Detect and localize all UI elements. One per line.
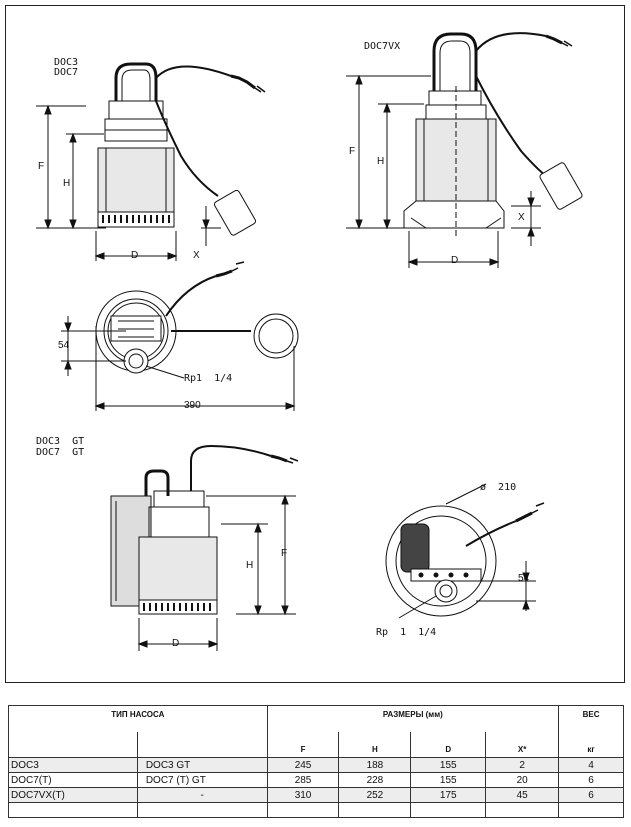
thread-label-top: Rp1 1/4 xyxy=(184,373,233,384)
pump-doc7vx xyxy=(346,32,583,268)
table-row: DOC3 DOC3 GT 245 188 155 2 4 xyxy=(8,757,624,773)
dim-h-gt: H xyxy=(246,560,254,571)
dim-54-top: 54 xyxy=(58,340,70,351)
cell-gt: - xyxy=(136,787,268,803)
cell-empty xyxy=(485,802,560,818)
dim-h-right: H xyxy=(377,156,385,167)
cell-h: 228 xyxy=(338,772,412,788)
header-dims: РАЗМЕРЫ (мм) xyxy=(266,705,560,732)
diameter-label: ø 210 xyxy=(480,482,517,493)
model-label-doc3: DOC3 xyxy=(54,57,79,68)
dim-d-right: D xyxy=(451,255,459,266)
cell-gt: DOC3 GT xyxy=(136,757,268,773)
cell-empty xyxy=(410,802,487,818)
pump-gt-top-view xyxy=(385,483,545,619)
cell-kg: 6 xyxy=(558,787,624,803)
cell-model: DOC3 xyxy=(8,757,138,773)
cell-empty xyxy=(558,802,624,818)
cell-model: DOC7VX(T) xyxy=(8,787,138,803)
pump-top-view xyxy=(61,261,299,411)
cell-h: 252 xyxy=(338,787,412,803)
dim-x-right: X xyxy=(518,212,525,223)
subheader-blank-2 xyxy=(136,732,268,758)
cell-d: 175 xyxy=(410,787,487,803)
cell-model: DOC7(T) xyxy=(8,772,138,788)
thread-label-gt: Rp 1 1/4 xyxy=(376,627,437,638)
header-weight: ВЕС xyxy=(558,705,624,732)
cell-x: 45 xyxy=(485,787,560,803)
pump-doc3-doc7 xyxy=(36,62,266,261)
cell-d: 155 xyxy=(410,757,487,773)
technical-drawing: DOC3 DOC7 DOC7VX DOC3 GT DOC7 GT F H D X… xyxy=(5,5,625,683)
cell-kg: 4 xyxy=(558,757,624,773)
model-label-doc7vx: DOC7VX xyxy=(364,41,401,52)
cell-empty xyxy=(8,802,138,818)
header-type: ТИП НАСОСА xyxy=(8,705,268,732)
dim-d-left: D xyxy=(131,250,139,261)
model-label-doc3-gt: DOC3 GT xyxy=(36,436,85,447)
cell-h: 188 xyxy=(338,757,412,773)
cell-x: 2 xyxy=(485,757,560,773)
table-row: DOC7(T) DOC7 (T) GT 285 228 155 20 6 xyxy=(8,772,624,788)
model-label-doc7: DOC7 xyxy=(54,67,79,78)
dim-f-right: F xyxy=(349,146,356,157)
col-x: X* xyxy=(485,732,560,758)
cell-f: 245 xyxy=(266,757,340,773)
cell-f: 310 xyxy=(266,787,340,803)
dim-d-gt: D xyxy=(172,638,180,649)
dim-x-left: X xyxy=(193,250,200,261)
table-subheader-row: F H D X* кг xyxy=(8,732,624,758)
subheader-blank-1 xyxy=(8,732,138,758)
model-label-doc7-gt: DOC7 GT xyxy=(36,447,85,458)
cell-kg: 6 xyxy=(558,772,624,788)
cell-empty xyxy=(338,802,412,818)
col-f: F xyxy=(266,732,340,758)
cell-empty xyxy=(266,802,340,818)
cell-empty xyxy=(136,802,268,818)
dim-f-left: F xyxy=(38,161,45,172)
spec-table: ТИП НАСОСА РАЗМЕРЫ (мм) ВЕС F H D X* кг … xyxy=(8,705,624,818)
cell-d: 155 xyxy=(410,772,487,788)
pump-gt xyxy=(110,444,299,651)
dim-f-gt: F xyxy=(281,548,288,559)
dim-54-gt: 54 xyxy=(518,573,530,584)
table-row-empty xyxy=(8,802,624,818)
dim-390: 390 xyxy=(184,400,201,411)
pump-drawings xyxy=(36,32,583,651)
col-d: D xyxy=(410,732,487,758)
dim-h-left: H xyxy=(63,178,71,189)
table-row: DOC7VX(T) - 310 252 175 45 6 xyxy=(8,787,624,803)
table-header-row: ТИП НАСОСА РАЗМЕРЫ (мм) ВЕС xyxy=(8,705,624,732)
cell-f: 285 xyxy=(266,772,340,788)
col-h: H xyxy=(338,732,412,758)
cell-x: 20 xyxy=(485,772,560,788)
cell-gt: DOC7 (T) GT xyxy=(136,772,268,788)
col-kg: кг xyxy=(558,732,624,758)
